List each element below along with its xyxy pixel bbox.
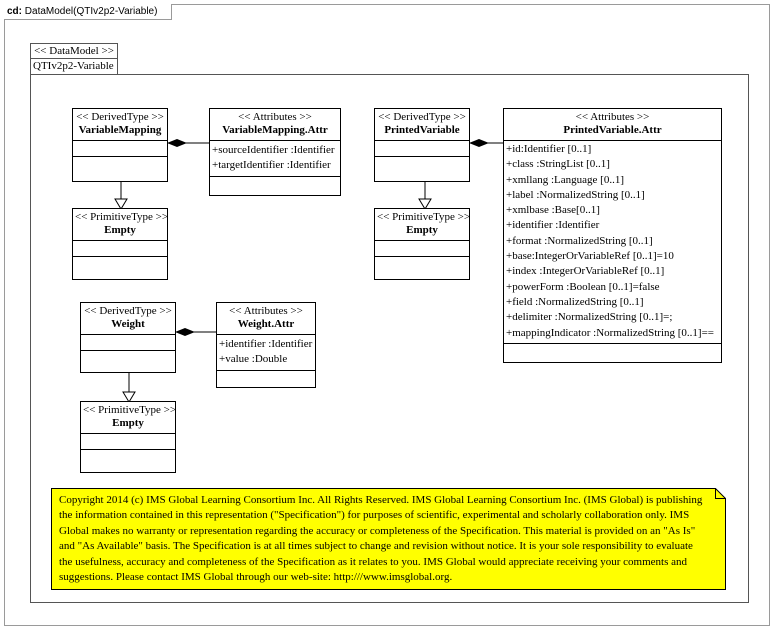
class-header: << DerivedType >> Weight [81, 303, 175, 335]
operations-compartment [210, 177, 340, 191]
class-name: VariableMapping [78, 124, 162, 136]
operations-compartment [81, 351, 175, 366]
operations-compartment [504, 344, 721, 358]
class-stereotype: << Attributes >> [238, 111, 312, 123]
operations-compartment [375, 157, 469, 173]
attributes-compartment [375, 241, 469, 257]
class-stereotype: << Attributes >> [229, 305, 303, 317]
class-header: << PrimitiveType >> Empty [73, 209, 169, 241]
diagram-tab: cd: DataModel(QTIv2p2-Variable) [4, 4, 173, 20]
class-stereotype: << DerivedType >> [378, 111, 466, 123]
class-name: VariableMapping.Attr [222, 124, 328, 136]
class-header: << Attributes >> PrintedVariable.Attr [504, 109, 721, 141]
operations-compartment [217, 371, 315, 383]
class-weight[interactable]: << DerivedType >> Weight [80, 302, 176, 373]
class-header: << PrimitiveType >> Empty [375, 209, 471, 241]
attribute: +sourceIdentifier :Identifier [212, 144, 335, 156]
class-name: PrintedVariable.Attr [563, 124, 662, 136]
attribute: +class :StringList [0..1] [506, 158, 610, 171]
class-empty-1[interactable]: << PrimitiveType >> Empty [72, 208, 168, 280]
generalization-arrow-variablemapping [114, 198, 128, 210]
composition-diamond-weight [175, 328, 195, 336]
attribute: +index :IntegerOrVariableRef [0..1] [506, 265, 665, 278]
attribute: +field :NormalizedString [0..1] [506, 295, 644, 308]
attributes-compartment: +sourceIdentifier :Identifier +targetIde… [210, 141, 340, 177]
class-name: Weight [111, 318, 145, 330]
attribute: +powerForm :Boolean [0..1]=false [506, 280, 660, 293]
attributes-compartment [73, 241, 167, 257]
attribute: +base:IntegerOrVariableRef [0..1]=10 [506, 250, 674, 263]
class-weight-attr[interactable]: << Attributes >> Weight.Attr +identifier… [216, 302, 316, 388]
diagram-tab-prefix: cd: [7, 6, 22, 17]
attributes-compartment: +identifier :Identifier +value :Double [217, 335, 315, 371]
attribute: +format :NormalizedString [0..1] [506, 234, 653, 247]
attribute: +targetIdentifier :Identifier [212, 159, 331, 172]
operations-compartment [73, 257, 167, 273]
note-shape [51, 488, 726, 590]
package-name: QTIv2p2-Variable [30, 58, 118, 75]
class-stereotype: << PrimitiveType >> [83, 404, 177, 416]
class-header: << DerivedType >> VariableMapping [73, 109, 167, 141]
composition-diamond-printedvariable [469, 139, 489, 147]
class-name: Empty [406, 224, 438, 236]
attributes-compartment: +id:Identifier [0..1] +class :StringList… [504, 141, 721, 344]
package-stereotype: << DataModel >> [30, 43, 118, 59]
attribute: +label :NormalizedString [0..1] [506, 188, 645, 201]
attribute: +identifier :Identifier [506, 219, 600, 232]
class-stereotype: << PrimitiveType >> [377, 211, 471, 223]
diagram-tab-title: DataModel(QTIv2p2-Variable) [24, 6, 158, 17]
attributes-compartment [81, 434, 175, 450]
attribute: +xmlbase :Base[0..1] [506, 204, 600, 217]
class-name: Weight.Attr [237, 318, 295, 330]
class-empty-2[interactable]: << PrimitiveType >> Empty [374, 208, 470, 280]
attribute: +xmllang :Language [0..1] [506, 173, 625, 186]
operations-compartment [81, 450, 175, 466]
class-variable-mapping[interactable]: << DerivedType >> VariableMapping [72, 108, 168, 182]
class-variable-mapping-attr[interactable]: << Attributes >> VariableMapping.Attr +s… [209, 108, 341, 196]
package-body [30, 74, 749, 603]
class-stereotype: << DerivedType >> [76, 111, 164, 123]
attribute: +mappingIndicator :NormalizedString [0..… [506, 326, 715, 339]
generalization-arrow-printedvariable [418, 198, 432, 210]
class-printed-variable-attr[interactable]: << Attributes >> PrintedVariable.Attr +i… [503, 108, 722, 363]
operations-compartment [73, 157, 167, 173]
class-header: << PrimitiveType >> Empty [81, 402, 177, 434]
class-printed-variable[interactable]: << DerivedType >> PrintedVariable [374, 108, 470, 182]
copyright-note: Copyright 2014 (c) IMS Global Learning C… [51, 488, 726, 590]
class-header: << Attributes >> Weight.Attr [217, 303, 315, 335]
class-stereotype: << DerivedType >> [84, 305, 172, 317]
class-header: << DerivedType >> PrintedVariable [375, 109, 469, 141]
generalization-arrow-weight [122, 391, 136, 403]
attribute: +identifier :Identifier [219, 338, 313, 350]
class-stereotype: << Attributes >> [575, 111, 650, 123]
class-stereotype: << PrimitiveType >> [75, 211, 169, 223]
class-empty-3[interactable]: << PrimitiveType >> Empty [80, 401, 176, 473]
class-name: PrintedVariable [384, 124, 460, 136]
class-name: Empty [104, 224, 136, 236]
attributes-compartment [73, 141, 167, 157]
copyright-text: Copyright 2014 (c) IMS Global Learning C… [59, 494, 703, 584]
composition-diamond-variablemapping [167, 139, 187, 147]
operations-compartment [375, 257, 469, 273]
diagram-frame [4, 4, 770, 626]
attributes-compartment [81, 335, 175, 351]
attribute: +delimiter :NormalizedString [0..1]=; [506, 311, 673, 324]
class-name: Empty [112, 417, 144, 429]
attributes-compartment [375, 141, 469, 157]
class-header: << Attributes >> VariableMapping.Attr [210, 109, 340, 141]
attribute: +value :Double [219, 353, 288, 366]
attribute: +id:Identifier [0..1] [506, 143, 592, 155]
